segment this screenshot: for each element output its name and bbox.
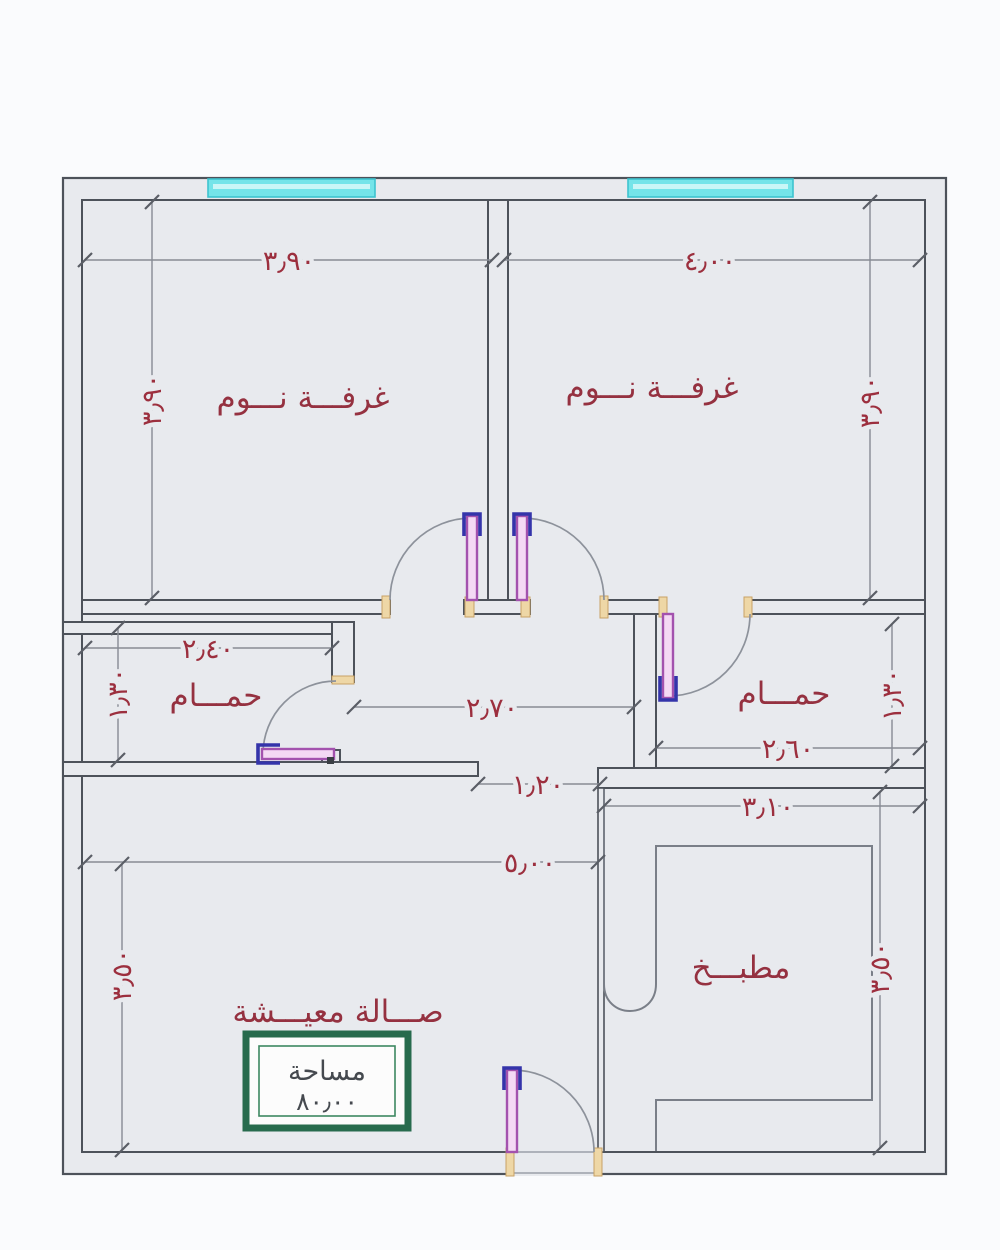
- wall-hall-top-right: [603, 599, 663, 615]
- dim-bedroom-left-height: ٣٫٩٠: [137, 374, 168, 426]
- wall-bathroom-left-side: [331, 621, 355, 683]
- door-swing-arc: [262, 680, 337, 755]
- dimension-labels: ٣٫٩٠ ٤٫٠٠ ٣٫٩٠ ٣٫٩٠ ٢٫٤٠ ١٫٣٠ ٢٫٧٠ ٢٫٦٠ …: [99, 242, 913, 1006]
- room-label-bathroom-right: حمـــام: [738, 676, 831, 712]
- dim-hall-entry: ١٫٢٠: [512, 770, 564, 801]
- door-jamb: [743, 596, 753, 618]
- door-swing-arc: [511, 1069, 595, 1153]
- dim-bathroom-right-width: ٢٫٦٠: [762, 734, 814, 765]
- dim-bedroom-right-height: ٣٫٩٠: [855, 376, 886, 428]
- area-box: مساحة ٨٠٫٠٠: [242, 1030, 412, 1132]
- area-box-inner-border: [258, 1045, 396, 1117]
- dimension-lines: [77, 194, 928, 1158]
- door-leaf: [505, 1068, 519, 1154]
- window-right-glass-stripe: [633, 184, 788, 189]
- dim-hall-width: ٢٫٧٠: [466, 693, 518, 724]
- kitchen-counter: [603, 789, 873, 1151]
- wall-bathroom-left-top: [62, 621, 355, 635]
- window-left-glass-stripe: [213, 184, 370, 189]
- dim-bathroom-right-height: ١٫٣٠: [877, 669, 908, 721]
- room-labels: غرفـــة نـــوم غرفـــة نـــوم حمـــام حم…: [167, 367, 834, 1033]
- dim-living-height: ٣٫٥٠: [107, 949, 138, 1001]
- wall-kitchen-top: [597, 767, 926, 789]
- dim-bathroom-left-height: ١٫٣٠: [103, 668, 134, 720]
- door-leaf: [260, 747, 336, 761]
- room-label-living: صـــالة معيـــشة: [232, 994, 443, 1030]
- dim-kitchen-height: ٣٫٥٠: [865, 942, 896, 994]
- area-box-value: ٨٠٫٠٠: [296, 1087, 358, 1116]
- interior-walls: [62, 199, 926, 1153]
- room-label-kitchen: مطبـــخ: [692, 950, 791, 986]
- dim-bathroom-left-width: ٢٫٤٠: [182, 634, 234, 665]
- door-swing-arc: [389, 517, 473, 601]
- dim-bedroom-left-width: ٣٫٩٠: [263, 246, 315, 277]
- wall-over-bathroom-right: [747, 599, 926, 615]
- door-swing-arc: [521, 517, 605, 601]
- room-label-bathroom-left: حمـــام: [170, 678, 263, 714]
- dim-bedroom-right-width: ٤٫٠٠: [684, 246, 736, 277]
- wall-under-bedroom-left: [81, 599, 391, 615]
- door-hinge-icon: [512, 512, 532, 536]
- door-leaf: [661, 612, 675, 700]
- door-jamb: [593, 1147, 603, 1177]
- door-leaf: [515, 514, 529, 602]
- doors: [256, 512, 753, 1177]
- door-leaf: [465, 514, 479, 602]
- door-hinge-icon: [658, 676, 678, 702]
- door-hinge-icon: [462, 512, 482, 536]
- entrance-opening: [514, 1148, 598, 1176]
- door-pivot-dot: [327, 757, 334, 764]
- door-swing-arc: [667, 613, 751, 697]
- dim-kitchen-width: ٣٫١٠: [742, 792, 794, 823]
- door-hinge-icon: [256, 743, 280, 765]
- door-hinge-icon: [502, 1066, 522, 1090]
- door-jamb: [331, 675, 355, 685]
- wall-bathroom-right-side: [633, 613, 657, 769]
- area-box-title: مساحة: [288, 1056, 366, 1087]
- room-label-bedroom-left: غرفـــة نـــوم: [217, 380, 390, 416]
- dim-living-width: ٥٫٠٠: [504, 848, 556, 879]
- windows: [207, 178, 794, 198]
- area-box-outer-border: [242, 1030, 412, 1132]
- door-jamb: [381, 595, 391, 619]
- room-label-bedroom-right: غرفـــة نـــوم: [566, 370, 739, 406]
